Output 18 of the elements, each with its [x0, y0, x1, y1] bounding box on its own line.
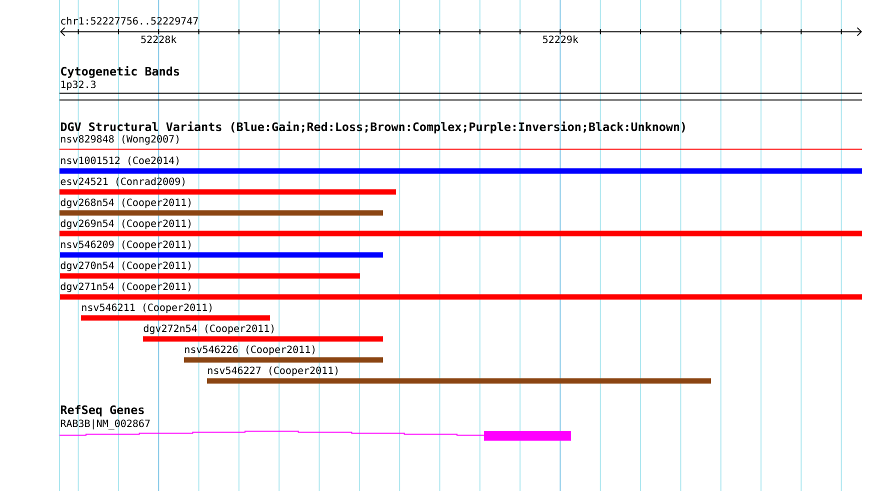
- track-title: DGV Structural Variants (Blue:Gain;Red:Loss;Brown:Complex;Purple:Inversion;Black:Unknown): [61, 122, 685, 134]
- band-label: 1p32.3: [61, 80, 96, 90]
- variant-label: nsv546209 (Cooper2011): [61, 240, 191, 250]
- gene-label: RAB3B|NM_002867: [60, 419, 150, 430]
- variant-label: nsv546226 (Cooper2011): [185, 345, 315, 356]
- variant-label: nsv829848 (Wong2007): [61, 134, 179, 145]
- variant-label: dgv272n54 (Cooper2011): [144, 324, 274, 334]
- variant-label: dgv271n54 (Cooper2011): [60, 282, 191, 292]
- variant-label: dgv268n54 (Cooper2011): [60, 198, 191, 208]
- variant-label: nsv1001512 (Coe2014): [61, 156, 179, 166]
- variant-label: nsv546211 (Cooper2011): [82, 303, 212, 314]
- variant-label: nsv546227 (Cooper2011): [208, 366, 338, 376]
- coordinate-range: chr1:52227756..52229747: [61, 16, 198, 25]
- variant-label: esv24521 (Conrad2009): [60, 177, 185, 186]
- tick-label: 52229k: [543, 35, 578, 44]
- variant-label: dgv270n54 (Cooper2011): [60, 261, 191, 272]
- variant-label: dgv269n54 (Cooper2011): [60, 219, 191, 230]
- tick-label: 52228k: [141, 35, 176, 44]
